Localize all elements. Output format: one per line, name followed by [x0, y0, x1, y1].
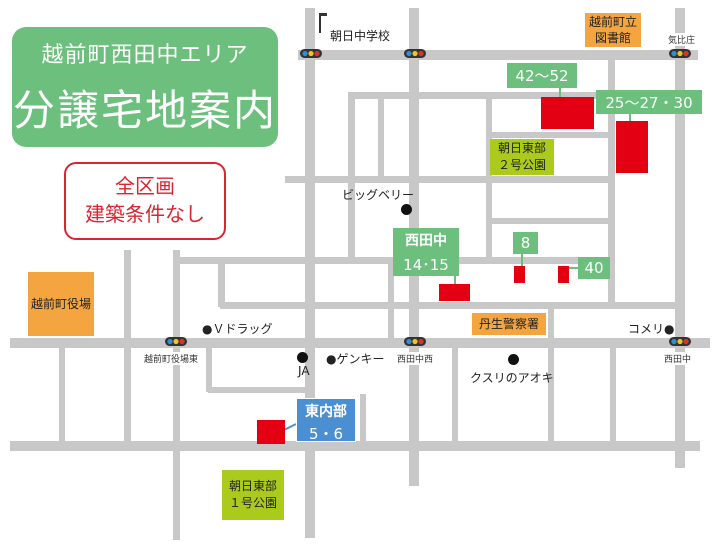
school-flag-icon — [319, 13, 327, 33]
higashiuchibe-nums: 5・6 — [308, 425, 344, 443]
traffic-signal-icon — [300, 49, 322, 58]
label-42-52: 42～52 — [507, 63, 577, 88]
police-box: 丹生警察署 — [472, 313, 546, 335]
kusuri-label: クスリのアオキ — [470, 371, 554, 385]
road-f — [220, 302, 680, 309]
location-dot-icon — [508, 354, 519, 365]
road-u — [610, 346, 616, 446]
library-line1: 越前町立 — [588, 15, 637, 29]
library-box: 越前町立 図書館 — [585, 13, 641, 47]
genky-label: ●ゲンキー — [326, 352, 385, 366]
nishitanaka-nums: 14･15 — [403, 255, 449, 274]
road-v — [360, 394, 366, 446]
road-g — [208, 387, 308, 393]
lot-14-15[interactable] — [439, 284, 470, 301]
road-k — [608, 60, 615, 308]
road-l — [173, 250, 180, 540]
lot-42-52[interactable] — [541, 97, 594, 129]
roads — [10, 8, 710, 540]
road-i — [378, 92, 384, 178]
road-s — [452, 346, 458, 446]
lot-40[interactable] — [558, 266, 569, 283]
bigbelly-label: ビッグベリー — [342, 188, 415, 202]
vdrug-label: ●Ｖドラッグ — [202, 322, 273, 336]
road-m — [124, 250, 131, 446]
intersection-yakuba-higashi: 越前町役場東 — [144, 352, 199, 365]
location-dot-icon — [297, 352, 308, 363]
intersection-kehi: 気比庄 — [668, 33, 696, 46]
road-west-main — [305, 8, 315, 538]
road-central-main — [10, 338, 710, 348]
area-title: 越前町西田中エリア — [41, 43, 249, 68]
main-title: 分譲宅地案内 — [12, 86, 277, 135]
label-25-30: 25～27・30 — [596, 90, 702, 114]
condition-box: 全区画 建築条件なし — [64, 162, 226, 240]
title-panel: 越前町西田中エリア 分譲宅地案内 — [12, 27, 278, 147]
road-a — [350, 92, 610, 99]
location-dot-icon — [401, 204, 412, 215]
condition-line1: 全区画 — [115, 174, 175, 198]
road-d — [488, 218, 612, 224]
park1-line2: １号公園 — [228, 496, 277, 510]
label-8: 8 — [513, 232, 538, 254]
park2-line1: 朝日東部 — [497, 141, 546, 155]
label-higashiuchibe: 東内部 5・6 — [296, 398, 356, 443]
library-line2: 図書館 — [594, 31, 631, 45]
komeri-label: コメリ● — [628, 322, 675, 336]
condition-line2: 建築条件なし — [85, 202, 205, 226]
road-r — [548, 304, 554, 344]
park1-box: 朝日東部 １号公園 — [222, 470, 284, 520]
label-nishitanaka: 西田中 14･15 — [393, 228, 459, 276]
traffic-signals — [165, 49, 691, 346]
road-o — [218, 257, 225, 307]
intersection-nishitanaka-nishi: 西田中西 — [397, 352, 434, 365]
road-c — [285, 176, 611, 183]
road-n — [59, 344, 65, 444]
lot-25-30[interactable] — [616, 121, 648, 173]
traffic-signal-icon — [165, 337, 187, 346]
school-label: 朝日中学校 — [330, 29, 391, 43]
road-t — [548, 346, 554, 446]
road-j — [486, 92, 492, 264]
road-h — [348, 92, 355, 258]
park1-line1: 朝日東部 — [228, 479, 277, 493]
traffic-signal-icon — [669, 49, 691, 58]
label-40: 40 — [578, 257, 610, 279]
park2-box: 朝日東部 ２号公園 — [490, 139, 554, 175]
road-b — [488, 132, 612, 138]
road-north-main — [298, 50, 698, 60]
nishitanaka-title: 西田中 — [405, 232, 447, 249]
traffic-signal-icon — [669, 337, 691, 346]
road-q — [388, 262, 394, 344]
higashiuchibe-title: 東内部 — [305, 404, 347, 420]
road-p — [206, 344, 212, 392]
ja-label: JA — [298, 364, 310, 378]
park2-line2: ２号公園 — [497, 158, 546, 172]
blue-connector — [283, 423, 297, 431]
road-east-main — [675, 8, 685, 468]
road-south — [10, 441, 700, 451]
traffic-signal-icon — [404, 337, 426, 346]
lot-5-6[interactable] — [257, 420, 285, 444]
intersection-nishitanaka: 西田中 — [664, 352, 692, 365]
town-hall-box: 越前町役場 — [28, 272, 94, 336]
traffic-signal-icon — [404, 49, 426, 58]
lot-8[interactable] — [514, 266, 525, 283]
